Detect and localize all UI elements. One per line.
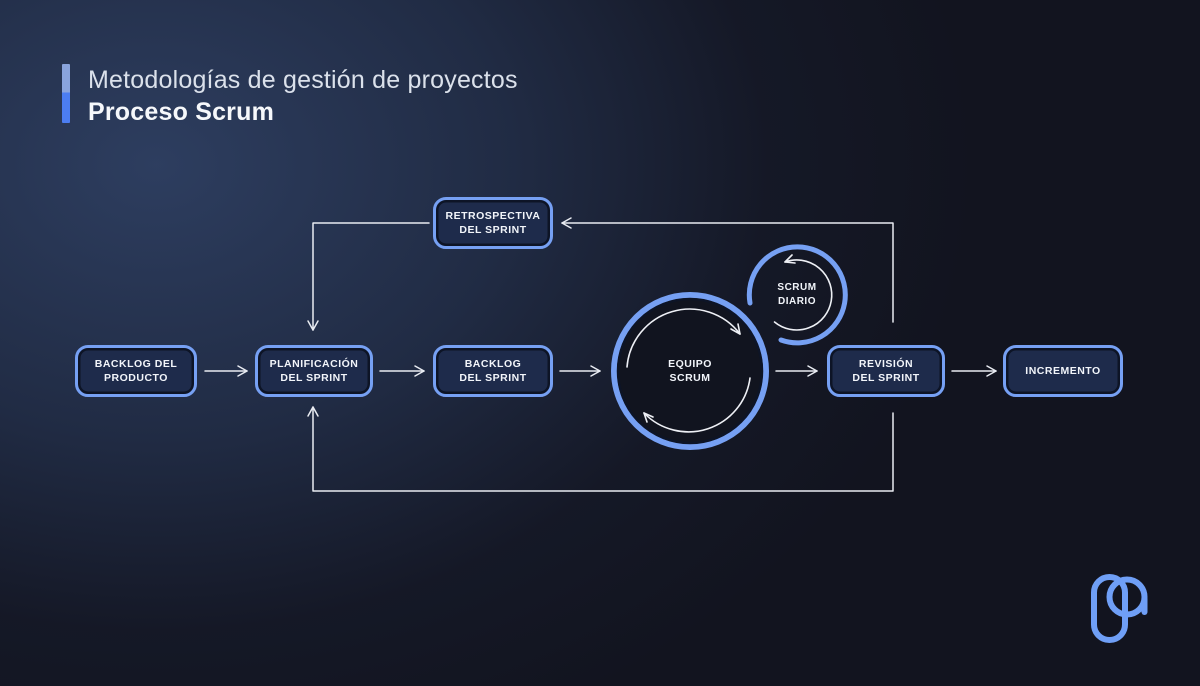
- node-label: REVISIÓN: [858, 358, 914, 370]
- arrowhead: [643, 412, 654, 423]
- arrow-retrospectiva-to-planificacion: [312, 222, 430, 331]
- node-retrospectiva-del-sprint: RETROSPECTIVA DEL SPRINT: [433, 197, 553, 249]
- header: Metodologías de gestión de proyectos Pro…: [62, 64, 518, 128]
- node-label: DEL SPRINT: [280, 372, 348, 384]
- cycle-arrows: [626, 254, 833, 433]
- node-label: PRODUCTO: [104, 372, 168, 384]
- node-label: EQUIPO: [668, 358, 712, 370]
- title-accent-bar: [62, 64, 70, 123]
- arrowhead: [784, 254, 796, 264]
- category-title: Metodologías de gestión de proyectos: [88, 66, 518, 94]
- node-revision-del-sprint: REVISIÓN DEL SPRINT: [827, 345, 945, 397]
- node-backlog-del-sprint: BACKLOG DEL SPRINT: [433, 345, 553, 397]
- arrowhead: [590, 365, 601, 377]
- node-label: INCREMENTO: [1025, 365, 1101, 377]
- equipo-cycle-arc-top: [626, 308, 741, 368]
- equipo-cycle-arc-bottom: [643, 377, 751, 433]
- equipo-scrum-circle-inner-ring: [616, 297, 764, 445]
- node-backlog-del-producto: BACKLOG DEL PRODUCTO: [75, 345, 197, 397]
- arrowhead: [561, 217, 572, 229]
- node-label: DEL SPRINT: [852, 372, 920, 384]
- node-incremento: INCREMENTO: [1003, 345, 1123, 397]
- node-label: BACKLOG DEL: [94, 358, 178, 370]
- scrum-diario-ring: [746, 244, 848, 346]
- node-label: DIARIO: [777, 296, 816, 307]
- title-block: Metodologías de gestión de proyectos Pro…: [88, 64, 518, 128]
- arrowhead: [730, 323, 741, 335]
- label-equipo-scrum: EQUIPO SCRUM: [668, 357, 712, 385]
- label-scrum-diario: SCRUM DIARIO: [777, 281, 816, 309]
- arrowhead: [414, 365, 425, 377]
- arrowhead: [237, 365, 248, 377]
- node-label: BACKLOG: [464, 358, 522, 370]
- node-label: SCRUM: [777, 282, 817, 293]
- brand-logo: [1091, 574, 1148, 643]
- arrowhead: [307, 320, 319, 331]
- equipo-scrum-circle: [611, 292, 769, 450]
- arrowhead: [807, 365, 818, 377]
- node-label: PLANIFICACIÓN: [269, 358, 359, 370]
- arrow-revision-to-retrospectiva: [561, 222, 894, 323]
- node-planificacion-del-sprint: PLANIFICACIÓN DEL SPRINT: [255, 345, 373, 397]
- node-label: RETROSPECTIVA: [445, 210, 541, 222]
- connector-arrows: [204, 217, 997, 492]
- node-label: SCRUM: [669, 372, 711, 384]
- node-label: DEL SPRINT: [459, 372, 527, 384]
- arrow-revision-loop-to-planificacion: [312, 406, 894, 492]
- node-label: DEL SPRINT: [459, 224, 527, 236]
- diario-cycle-arc: [773, 259, 833, 331]
- arrowhead: [986, 365, 997, 377]
- arrowhead: [307, 406, 319, 417]
- page-title: Proceso Scrum: [88, 98, 275, 126]
- logo-capsule-shape: [1091, 574, 1128, 643]
